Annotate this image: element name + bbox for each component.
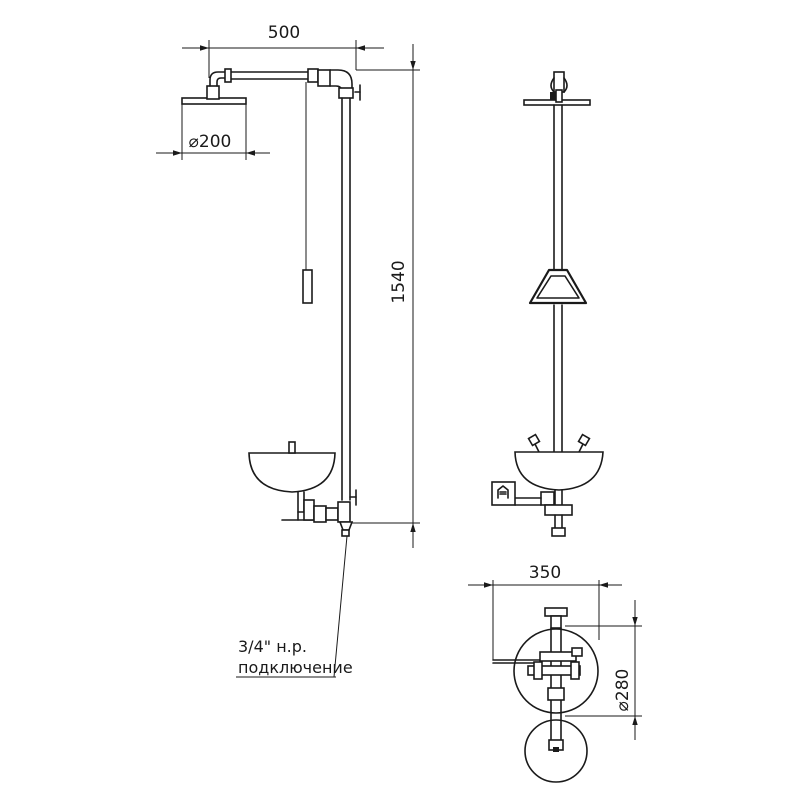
top-head-circle [524, 719, 588, 783]
connection-note-line1: 3/4" н.р. [238, 637, 307, 656]
dim-top-width: 350 [468, 563, 622, 660]
front-bowl [514, 433, 604, 491]
connection-note-line2: подключение [238, 658, 353, 677]
top-view: 350 ⌀280 [468, 563, 642, 783]
pull-handle [528, 268, 588, 305]
side-view: 500 ⌀200 [156, 23, 420, 678]
head-diameter-label: ⌀200 [189, 132, 232, 152]
eyewash-bowl [248, 441, 357, 537]
front-view [491, 71, 604, 537]
dim-total-height: 1540 [352, 44, 420, 548]
dim-head-diameter: ⌀200 [156, 104, 270, 160]
shower-arm [224, 68, 361, 101]
front-valve [491, 481, 573, 537]
shower-head [181, 71, 247, 105]
arm-length-label: 500 [268, 23, 300, 43]
top-width-label: 350 [529, 563, 561, 583]
total-height-label: 1540 [389, 260, 409, 303]
top-bowl-circle [513, 628, 599, 714]
dim-bowl-diameter: ⌀280 [565, 600, 642, 740]
pull-rod [302, 82, 313, 304]
bowl-diameter-label: ⌀280 [613, 669, 633, 712]
connection-note: 3/4" н.р. подключение [236, 535, 353, 678]
dim-arm-length: 500 [182, 23, 384, 78]
vertical-pipe [341, 97, 351, 501]
